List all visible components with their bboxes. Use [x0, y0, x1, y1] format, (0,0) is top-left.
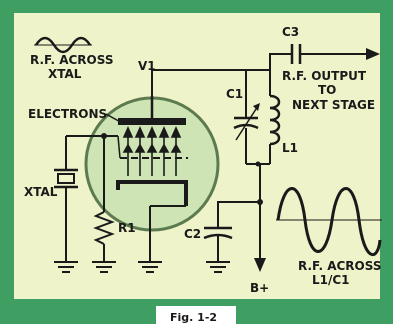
electron-arrows — [122, 126, 182, 176]
b-plus-arrow — [254, 258, 266, 272]
rf-across-xtal-line1: R.F. ACROSS — [30, 53, 113, 67]
b-plus-label: B+ — [250, 281, 269, 295]
c2-label: C2 — [184, 227, 201, 241]
c3-label: C3 — [282, 25, 299, 39]
c1-label: C1 — [226, 87, 243, 101]
rf-output-line2: TO — [318, 83, 336, 97]
rf-across-l1c1-line1: R.F. ACROSS — [298, 259, 381, 273]
xtal-rf-waveform — [34, 36, 92, 54]
c2-plate-b — [203, 233, 233, 240]
caption-background — [156, 306, 236, 324]
rf-across-l1c1-line2: L1/C1 — [312, 273, 350, 287]
r1-label: R1 — [118, 221, 136, 235]
rf-across-xtal-line2: XTAL — [48, 67, 82, 81]
electrons-pointer — [105, 113, 125, 125]
rf-output-line1: R.F. OUTPUT — [282, 69, 367, 83]
c2-ground-symbol — [206, 261, 230, 273]
l1-coil — [269, 94, 281, 146]
cathode — [116, 180, 188, 206]
xtal-ground-symbol — [54, 261, 78, 273]
rf-output-line3: NEXT STAGE — [292, 98, 375, 112]
tank-rf-waveform — [276, 187, 382, 257]
cathode-ground-symbol — [138, 261, 162, 273]
xtal-label: XTAL — [24, 185, 58, 199]
c2-wire — [217, 201, 260, 228]
figure-caption: Fig. 1-2 — [170, 311, 217, 324]
l1-label: L1 — [282, 141, 298, 155]
c1-arrowhead — [253, 103, 260, 111]
c1-variable-arrow — [235, 105, 259, 141]
r1-ground-symbol — [92, 261, 116, 273]
grid-feed — [117, 135, 121, 159]
xtal-body — [57, 173, 75, 184]
output-arrow — [366, 48, 380, 60]
r1-resistor — [93, 211, 115, 245]
electrons-label: ELECTRONS — [28, 107, 107, 121]
plate — [118, 118, 186, 125]
